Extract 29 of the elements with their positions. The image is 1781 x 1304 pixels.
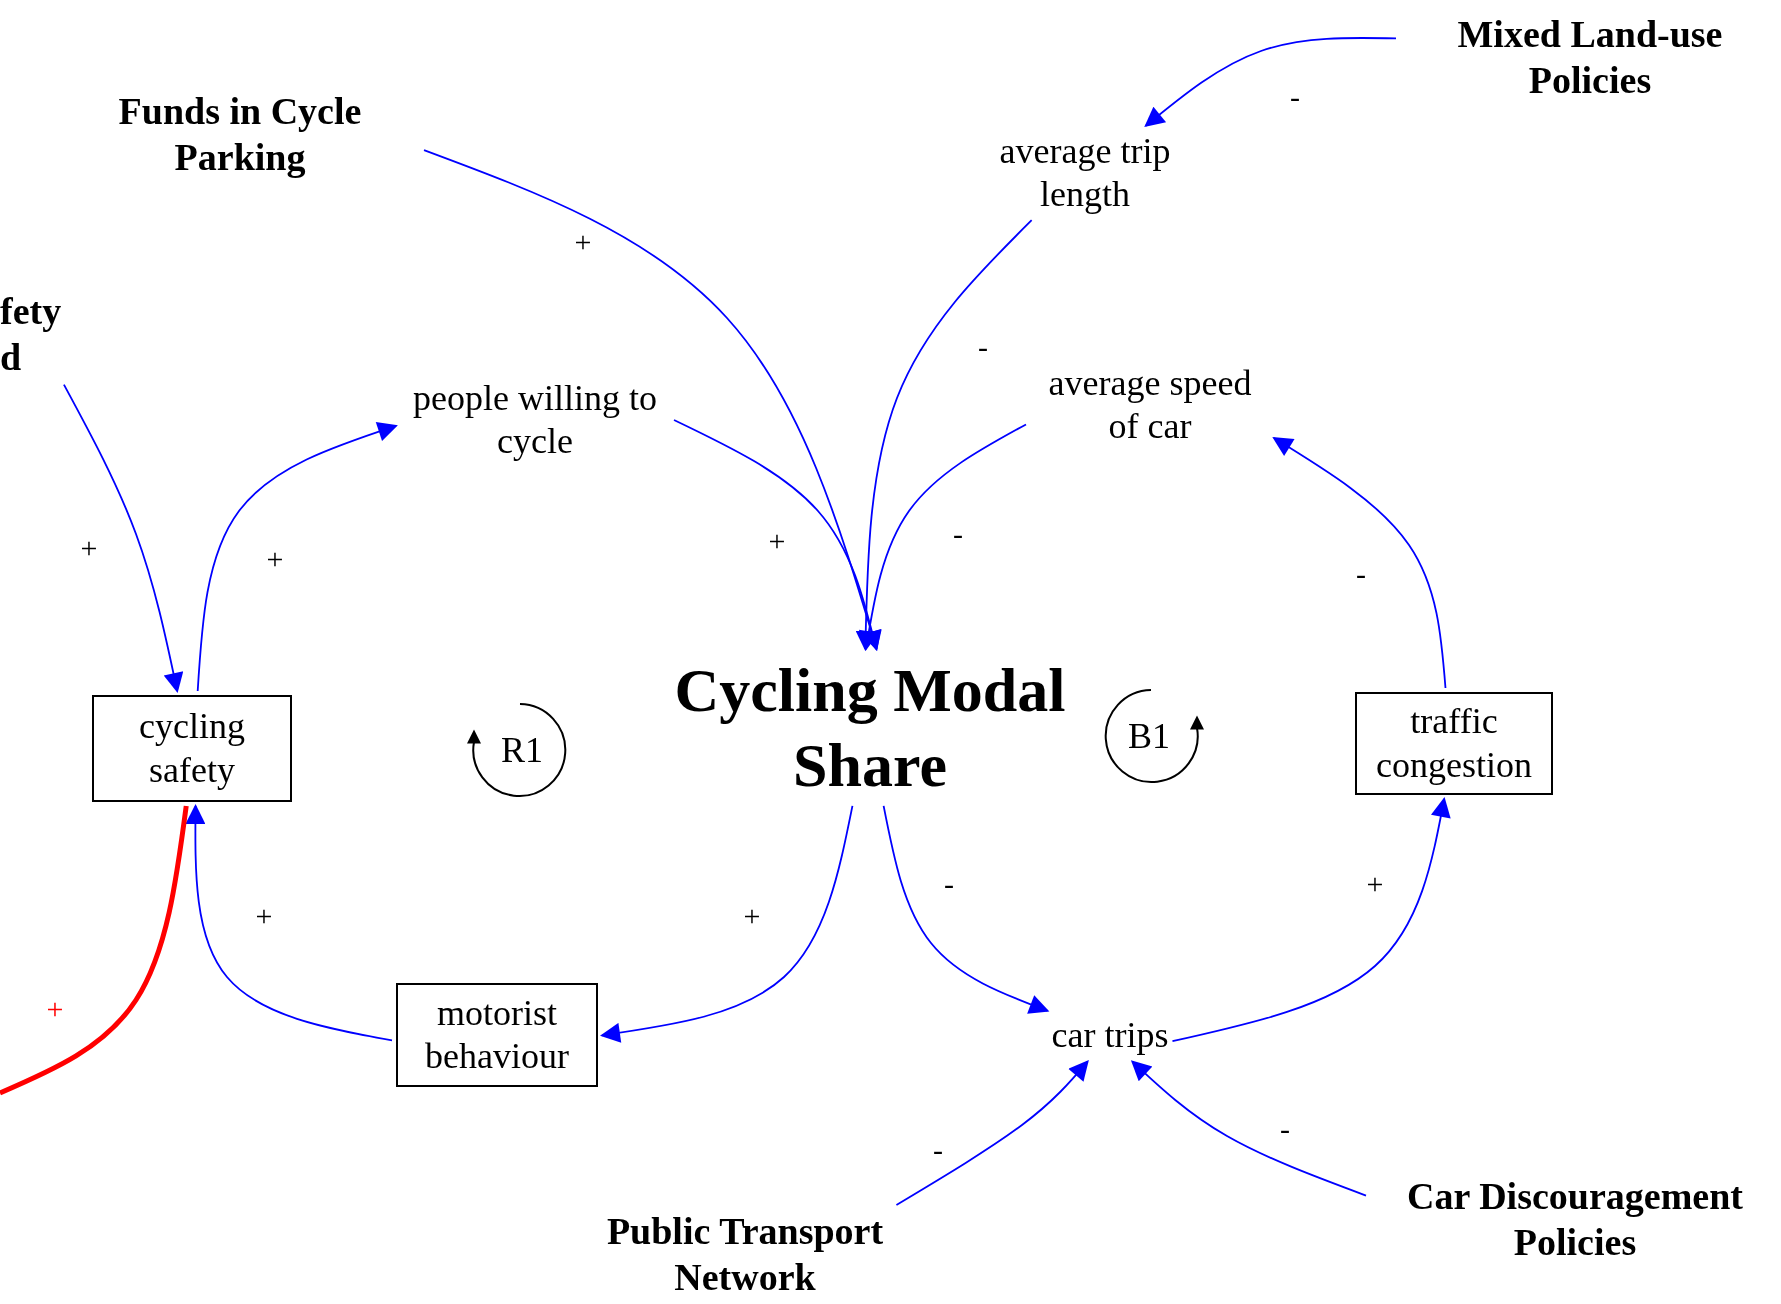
variable-label: average trip length xyxy=(998,129,1172,216)
causal-arrow xyxy=(895,1060,1089,1206)
causal-arrow xyxy=(673,419,882,652)
variable-box: motorist behaviour xyxy=(396,983,598,1087)
causal-arrow xyxy=(423,149,881,651)
factor-label: fety d xyxy=(0,289,63,380)
causal-arrow xyxy=(196,422,398,692)
loop-label: B1 xyxy=(1128,718,1170,754)
variable-label: people willing to cycle xyxy=(412,376,658,463)
causal-arrow xyxy=(855,219,1033,652)
variable-label: average speed of car xyxy=(1047,361,1253,448)
factor-label: Funds in Cycle Parking xyxy=(117,89,363,180)
variable-label: car trips xyxy=(1051,1014,1169,1058)
causal-arrow xyxy=(858,423,1027,652)
factor-label: Car Discouragement Policies xyxy=(1406,1174,1744,1265)
causal-arrow xyxy=(1272,437,1447,689)
causal-arrow xyxy=(600,805,854,1043)
variable-box: cycling safety xyxy=(92,695,292,802)
causal-arrow xyxy=(1144,37,1397,128)
factor-label: Public Transport Network xyxy=(605,1208,885,1300)
central-variable: Cycling Modal Share xyxy=(673,655,1067,801)
factor-label: Mixed Land-use Policies xyxy=(1456,11,1724,103)
causal-arrow xyxy=(63,383,184,693)
causal-arrow xyxy=(1171,797,1451,1043)
variable-box: traffic congestion xyxy=(1355,692,1553,795)
causal-arrow xyxy=(1130,1060,1367,1197)
causal-arrow xyxy=(882,805,1050,1014)
causal-arrow xyxy=(185,804,393,1042)
loop-label: R1 xyxy=(501,732,543,768)
